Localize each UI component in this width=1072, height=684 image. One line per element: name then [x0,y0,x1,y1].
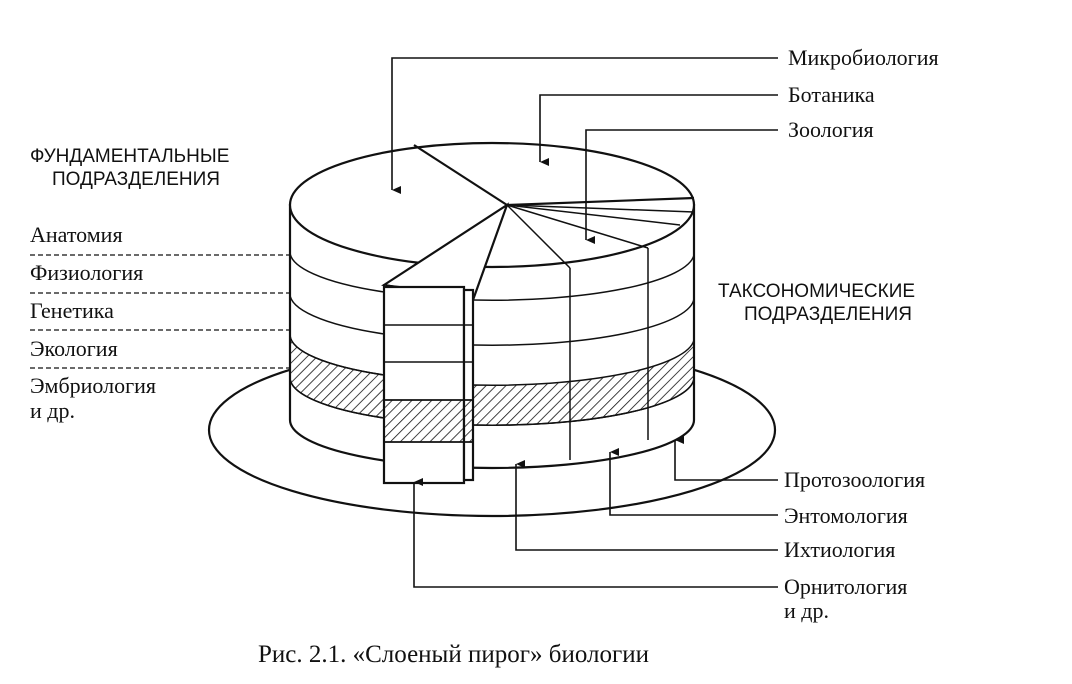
slice-line [506,204,681,226]
label-ichthyology: Ихтиология [784,537,895,562]
layer-line [472,297,695,346]
slice-ecology-hatch [383,399,474,443]
slice-line [413,144,508,206]
arrow-microbiology [391,57,778,194]
label-genetics: Генетика [30,298,114,323]
label-ornithology: Орнитология [784,574,907,599]
slice-line [506,204,571,269]
slice-line [506,204,649,249]
label-anatomy: Анатомия [30,222,123,247]
figure-caption: Рис. 2.1. «Слоеный пирог» биологии [258,641,649,668]
taxonomic-heading-line2: ПОДРАЗДЕЛЕНИЯ [744,304,912,325]
label-etc-right: и др. [784,598,829,623]
fundamental-heading-line2: ПОДРАЗДЕЛЕНИЯ [52,169,220,190]
layer-line [289,377,385,419]
arrow-zoology [585,129,778,244]
arrow-ichthyology [515,460,778,551]
label-botany: Ботаника [788,82,875,107]
taxonomic-heading-line1: ТАКСОНОМИЧЕСКИЕ [718,281,915,302]
label-zoology: Зоология [788,117,874,142]
layer-line [472,254,695,301]
slice-wedge-front [382,285,466,485]
label-physiology: Физиология [30,260,143,285]
label-protozoology: Протозоология [784,467,925,492]
arrow-ornithology [413,478,778,588]
label-etc-left: и др. [30,398,75,423]
slice-wedge-side [462,288,475,482]
slice-line [506,204,695,213]
arrow-protozoology [674,436,778,481]
label-microbiology: Микробиология [788,45,939,70]
slice-line [506,196,695,207]
arrow-botany [539,94,778,166]
layer-line [289,249,385,293]
arrow-entomology [609,448,778,516]
layer-line [289,334,385,376]
label-entomology: Энтомология [784,503,908,528]
layer-line [472,377,695,426]
layer-line [289,291,385,335]
label-embryology: Эмбриология [30,373,156,398]
fundamental-heading-line1: ФУНДАМЕНТАЛЬНЫЕ [30,146,229,167]
label-ecology: Экология [30,336,118,361]
